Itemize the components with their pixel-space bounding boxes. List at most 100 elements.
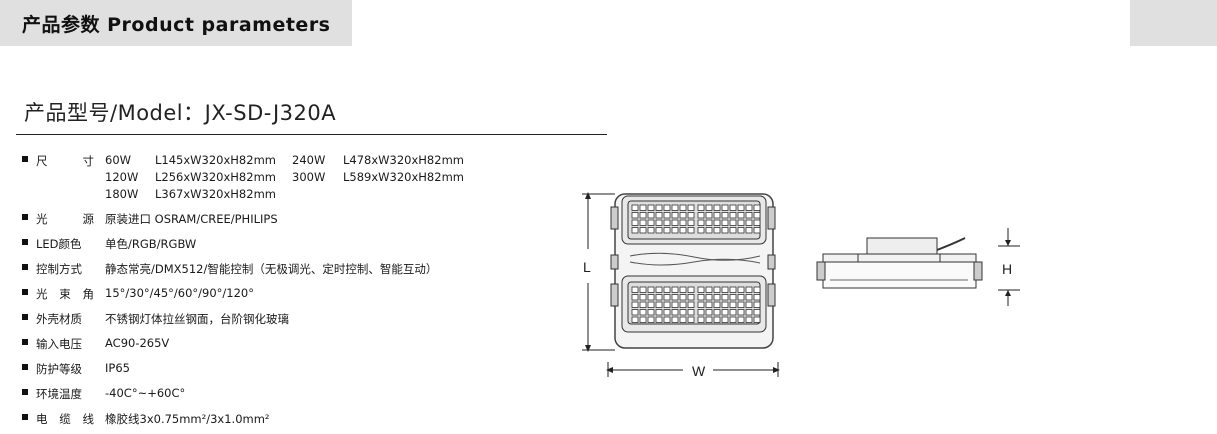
led-cell	[745, 286, 753, 293]
led-cell	[705, 309, 713, 316]
led-cell	[631, 227, 639, 234]
led-cell	[705, 227, 713, 234]
spec-value: -40C°~+60C°	[105, 386, 186, 400]
led-cell	[655, 316, 663, 323]
spec-label: 光 源	[36, 212, 94, 226]
spec-label: 光 束 角	[36, 287, 94, 301]
led-cell	[705, 212, 713, 219]
led-cell	[671, 219, 679, 226]
led-cell	[671, 301, 679, 308]
led-cell	[721, 219, 729, 226]
led-cell	[663, 301, 671, 308]
led-cell	[663, 294, 671, 301]
led-cell	[679, 204, 687, 211]
led-cell	[729, 204, 737, 211]
size-dimension: L367xW320xH82mm	[155, 187, 276, 201]
led-cell	[687, 316, 695, 323]
led-cell	[729, 212, 737, 219]
led-cell	[737, 204, 745, 211]
led-cell	[753, 294, 761, 301]
led-cell	[655, 227, 663, 234]
dimension-label-length: L	[583, 259, 591, 275]
led-cell	[655, 301, 663, 308]
led-cell	[647, 301, 655, 308]
led-cell	[713, 316, 721, 323]
led-cell	[655, 204, 663, 211]
led-cell	[745, 301, 753, 308]
led-cell	[713, 204, 721, 211]
spec-value: 单色/RGB/RGBW	[105, 237, 197, 251]
led-cell	[697, 309, 705, 316]
led-cell	[697, 286, 705, 293]
led-cell	[753, 309, 761, 316]
led-cell	[705, 294, 713, 301]
model-title: 产品型号/Model：JX-SD-J320A	[24, 101, 337, 125]
led-cell	[631, 309, 639, 316]
size-power: 240W	[292, 153, 326, 167]
led-cell	[687, 204, 695, 211]
led-cell	[721, 316, 729, 323]
size-power: 180W	[105, 187, 139, 201]
led-cell	[737, 227, 745, 234]
led-cell	[647, 212, 655, 219]
led-cell	[639, 212, 647, 219]
led-cell	[647, 227, 655, 234]
led-cell	[679, 212, 687, 219]
led-cell	[729, 301, 737, 308]
bullet-icon	[22, 264, 28, 270]
led-cell	[631, 219, 639, 226]
bullet-icon	[22, 339, 28, 345]
led-cell	[663, 219, 671, 226]
led-cell	[639, 294, 647, 301]
led-cell	[697, 219, 705, 226]
led-cell	[705, 204, 713, 211]
led-cell	[697, 204, 705, 211]
led-cell	[697, 212, 705, 219]
led-cell	[663, 204, 671, 211]
spec-value: IP65	[105, 361, 130, 375]
led-cell	[671, 204, 679, 211]
led-cell	[737, 286, 745, 293]
led-cell	[687, 219, 695, 226]
spec-value: 15°/30°/45°/60°/90°/120°	[105, 286, 254, 300]
led-cell	[655, 294, 663, 301]
led-cell	[721, 301, 729, 308]
led-cell	[679, 219, 687, 226]
model-divider	[16, 134, 607, 135]
led-cell	[753, 316, 761, 323]
front-view-drawing	[610, 193, 776, 349]
led-cell	[631, 212, 639, 219]
led-cell	[745, 227, 753, 234]
led-cell	[705, 219, 713, 226]
led-cell	[687, 301, 695, 308]
led-cell	[679, 309, 687, 316]
bullet-icon	[22, 414, 28, 420]
led-cell	[687, 227, 695, 234]
size-dimension: L589xW320xH82mm	[343, 170, 464, 184]
led-cell	[679, 316, 687, 323]
led-cell	[713, 294, 721, 301]
spec-value: 静态常亮/DMX512/智能控制（无极调光、定时控制、智能互动）	[105, 262, 438, 276]
led-cell	[745, 204, 753, 211]
led-cell	[697, 316, 705, 323]
led-cell	[655, 309, 663, 316]
led-cell	[687, 309, 695, 316]
spec-label: 电 缆 线	[36, 412, 94, 426]
led-cell	[647, 294, 655, 301]
led-cell	[721, 294, 729, 301]
led-cell	[753, 212, 761, 219]
spec-value: 原装进口 OSRAM/CREE/PHILIPS	[105, 212, 278, 226]
led-cell	[729, 219, 737, 226]
led-cell	[679, 294, 687, 301]
led-cell	[671, 227, 679, 234]
led-cell	[639, 301, 647, 308]
dimension-label-height: H	[1002, 261, 1012, 277]
led-cell	[639, 227, 647, 234]
led-cell	[671, 309, 679, 316]
led-cell	[647, 309, 655, 316]
led-cell	[631, 204, 639, 211]
led-cell	[631, 301, 639, 308]
led-cell	[721, 227, 729, 234]
led-cell	[721, 286, 729, 293]
size-dimension: L478xW320xH82mm	[343, 153, 464, 167]
